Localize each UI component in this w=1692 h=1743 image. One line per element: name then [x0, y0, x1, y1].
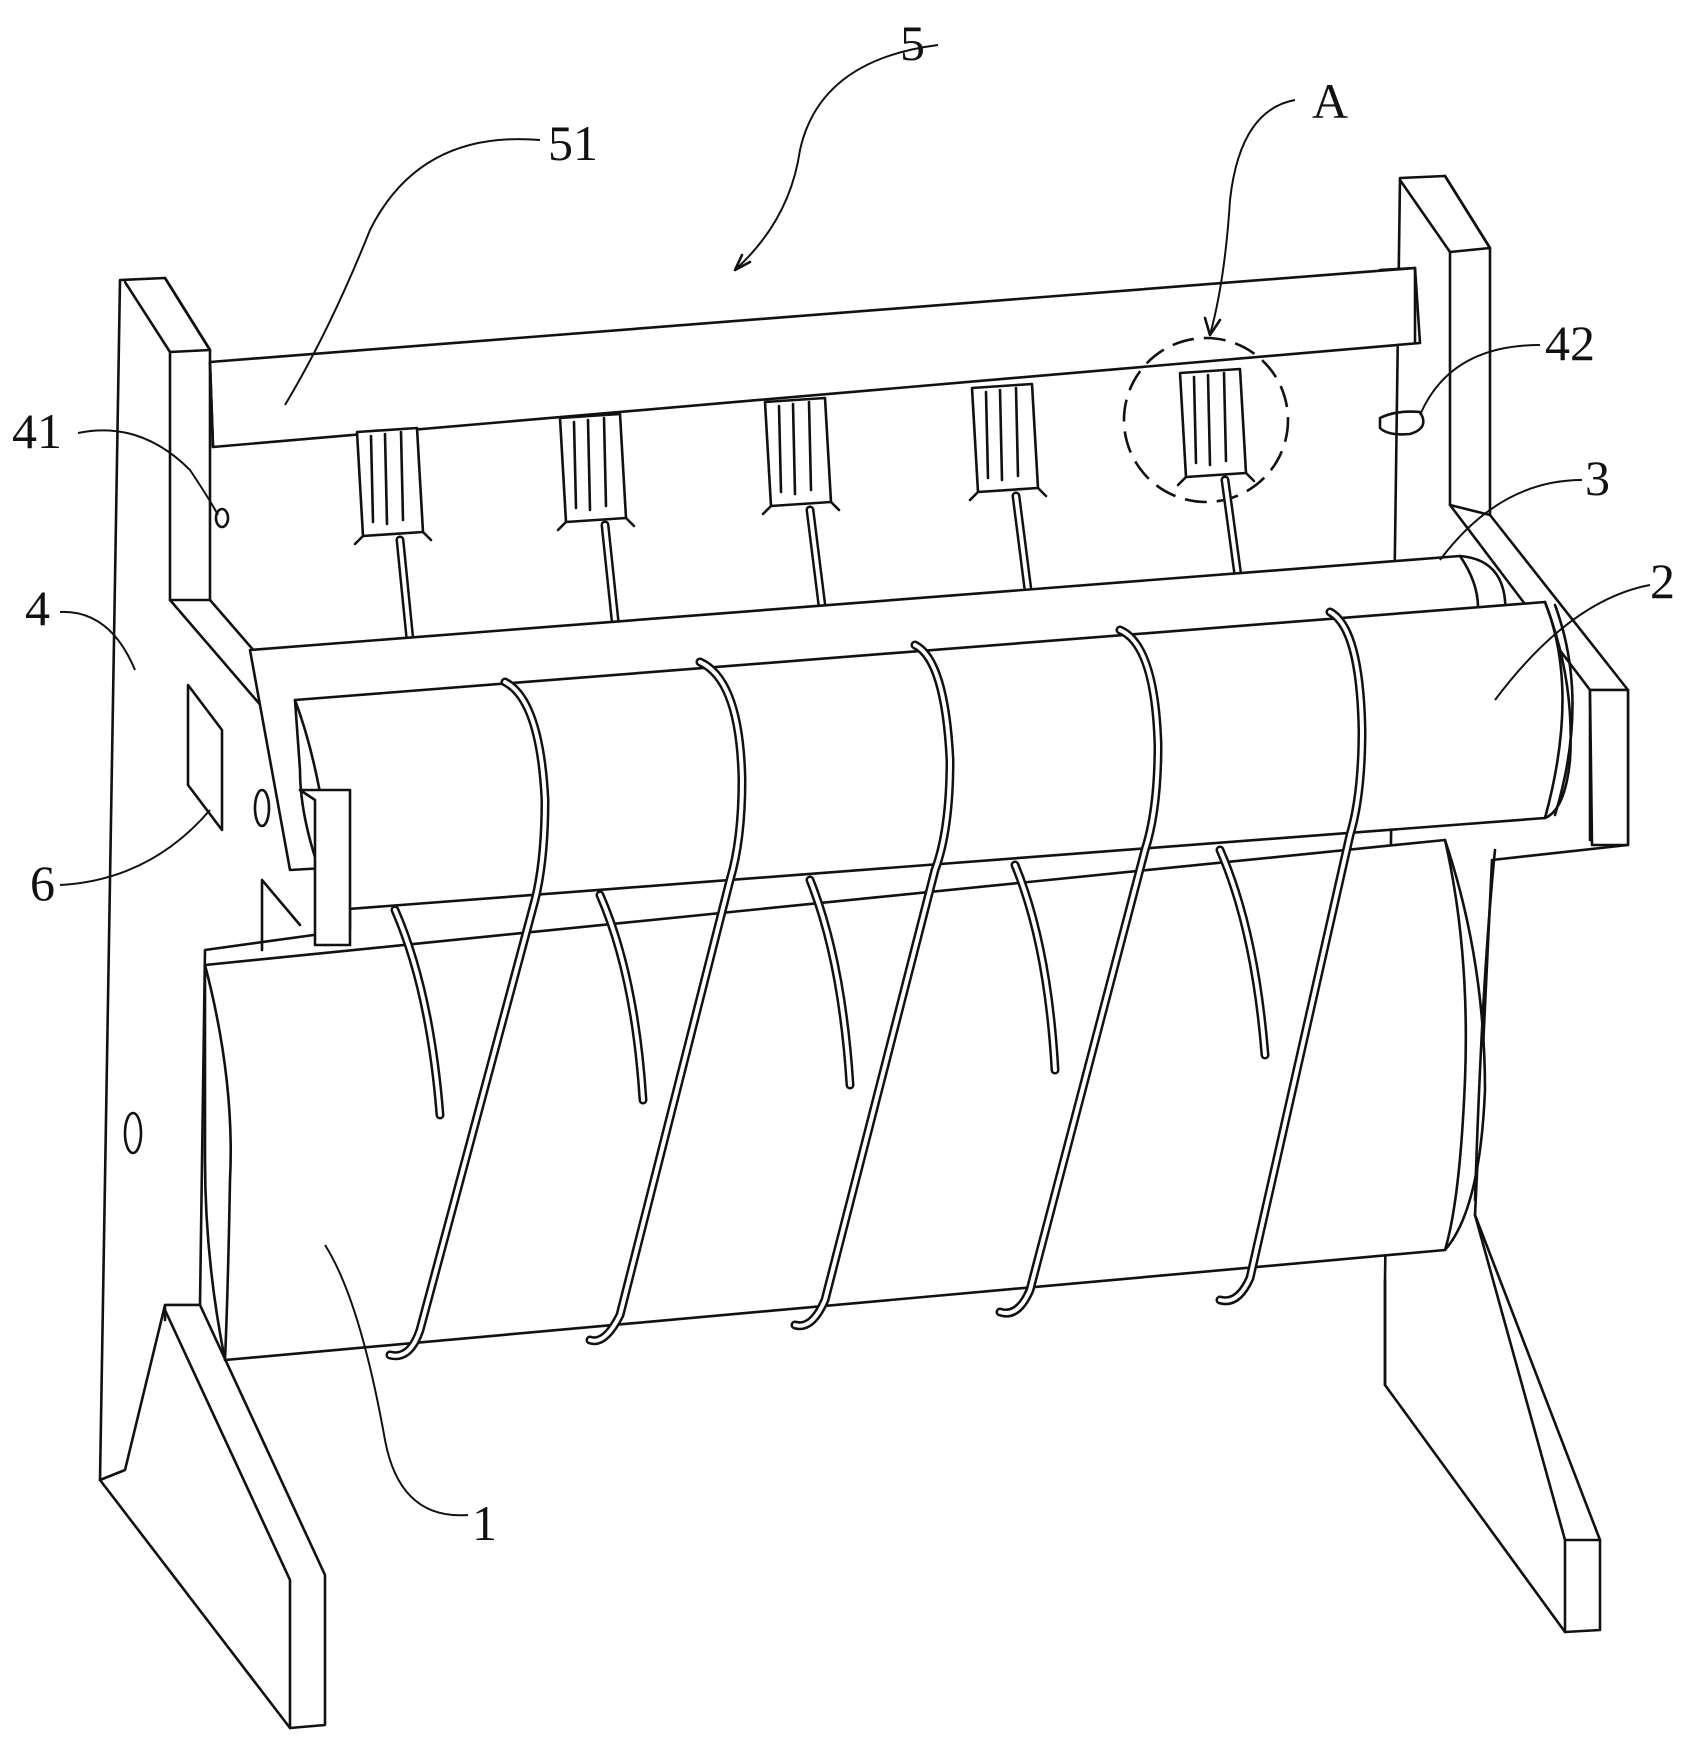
coil-spring [385, 607, 1367, 1361]
reference-labels: 5 51 A 42 41 3 2 4 6 1 [12, 15, 1675, 1551]
bracket-plate [186, 683, 224, 832]
detail-circle-a [1122, 336, 1290, 504]
label-2: 2 [1650, 553, 1675, 609]
clamp-3 [761, 396, 841, 516]
clamp-set [353, 367, 1256, 546]
leader-a [1209, 99, 1296, 336]
spring-back-arcs [390, 845, 1270, 1120]
right-shaft-plate [1588, 688, 1630, 847]
clamp-1 [353, 426, 433, 546]
label-a: A [1312, 73, 1348, 129]
leader-a-arrow [1203, 316, 1222, 337]
leader-41 [77, 429, 219, 516]
left-shaft-plate [298, 788, 352, 947]
label-6: 6 [30, 855, 55, 911]
label-5: 5 [900, 15, 925, 71]
label-41: 41 [12, 403, 62, 459]
mount-hole [253, 788, 271, 828]
leader-lines [59, 44, 1651, 1517]
guide-wires [395, 475, 1243, 645]
leader-51 [284, 138, 541, 406]
clamp-5 [1176, 367, 1256, 487]
label-4: 4 [25, 580, 50, 636]
top-crossbar [208, 266, 1422, 449]
main-drum [203, 838, 1497, 1362]
slot-42 [1378, 410, 1425, 436]
label-1: 1 [472, 1495, 497, 1551]
label-51: 51 [548, 115, 598, 171]
leader-42 [1419, 344, 1541, 416]
label-3: 3 [1585, 450, 1610, 506]
leader-6 [59, 809, 211, 886]
mount-hole [123, 1111, 143, 1155]
clamp-2 [556, 412, 636, 532]
clamp-4 [968, 382, 1048, 502]
label-42: 42 [1545, 315, 1595, 371]
leader-1 [324, 1244, 469, 1517]
leader-4 [59, 610, 136, 671]
pin-41 [214, 507, 230, 529]
leader-5 [734, 44, 939, 271]
leader-5-arrow [733, 253, 752, 272]
leader-3 [1439, 479, 1583, 561]
leader-2 [1494, 584, 1651, 701]
